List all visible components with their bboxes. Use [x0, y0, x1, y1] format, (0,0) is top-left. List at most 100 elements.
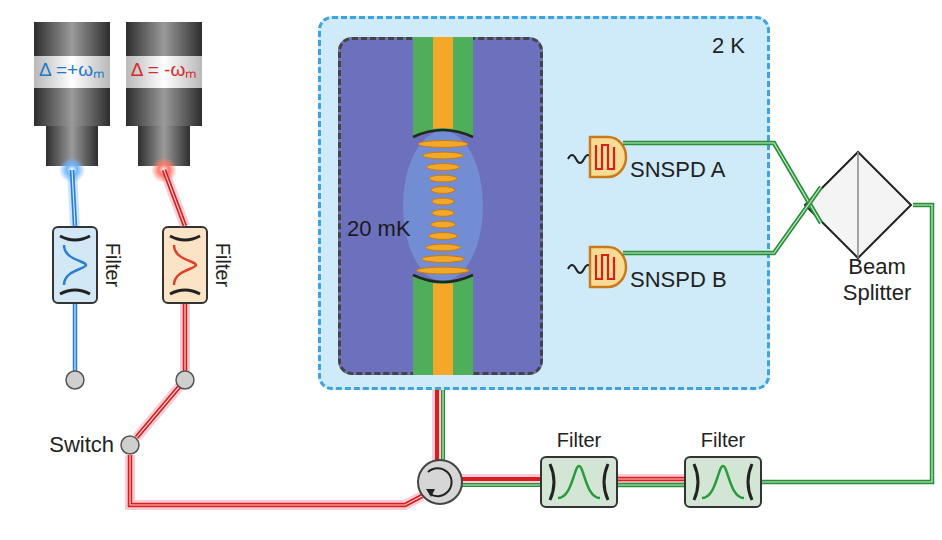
- red-glow: [618, 474, 684, 484]
- filter-mirror: [60, 236, 90, 240]
- node-art: [52, 226, 98, 304]
- filter-box: [163, 227, 207, 303]
- optical-filter: Filter: [52, 226, 98, 304]
- red-fiber: [618, 477, 684, 482]
- node-art: [126, 22, 202, 180]
- laser-source: Δ = -ωₘ: [126, 22, 202, 180]
- red-fiber-core: [164, 170, 185, 226]
- filter-response: [64, 245, 86, 285]
- switch-dot: [121, 436, 139, 454]
- filter-label: Filter: [211, 243, 234, 287]
- optical-mode-glow: [403, 131, 483, 281]
- standing-wave-lobe: [417, 267, 469, 274]
- mirror-core: [433, 283, 453, 375]
- standing-wave-lobe: [429, 175, 457, 182]
- red-glow: [137, 304, 186, 437]
- standing-wave-lobe: [422, 256, 464, 263]
- standing-wave-lobe: [426, 244, 461, 251]
- blue-fiber: [73, 304, 78, 378]
- red-fiber-core: [618, 478, 684, 479]
- node-art: [341, 40, 540, 372]
- blue-fiber: [72, 170, 75, 226]
- green-fiber: [618, 483, 684, 488]
- filter-response: [174, 245, 196, 285]
- filter-label: Filter: [557, 429, 601, 452]
- snspd-detector: SNSPD A: [568, 133, 728, 183]
- laser-body: [126, 22, 202, 126]
- detector-label: SNSPD B: [630, 267, 727, 292]
- mirror-core: [433, 37, 453, 129]
- red-fiber: [137, 304, 186, 437]
- filter-mirror: [604, 464, 608, 500]
- optical-filter: Filter: [162, 226, 208, 304]
- nanowire-meander: [596, 255, 614, 279]
- optical-filter: Filter: [684, 456, 762, 508]
- fiber-connector: [72, 170, 75, 226]
- filter-mirror: [170, 290, 200, 294]
- cavity-mirror: [413, 275, 473, 375]
- laser-body: [34, 22, 110, 126]
- filter-mirror: [550, 464, 554, 500]
- optical-filter: Filter: [540, 456, 618, 508]
- node-art: [568, 243, 628, 291]
- standing-wave-lobe: [429, 233, 458, 240]
- standing-wave-lobe: [427, 164, 460, 171]
- node-art: [34, 22, 110, 180]
- red-glow: [164, 170, 185, 226]
- fiber-connector: [618, 479, 684, 485]
- filter-mirror: [694, 464, 698, 500]
- fiber-port-dot: [66, 371, 84, 389]
- filter-mirror: [748, 464, 752, 500]
- laser-glow: [151, 157, 177, 183]
- nanowire-meander: [596, 145, 614, 169]
- blue-fiber-core: [72, 170, 75, 226]
- standing-wave-lobe: [432, 210, 454, 217]
- standing-wave-lobe: [423, 152, 464, 159]
- node-art: [568, 133, 628, 181]
- switch-label: Switch: [49, 432, 114, 457]
- red-fiber-core: [137, 304, 186, 437]
- laser-band: [34, 56, 110, 88]
- filter-label: Filter: [701, 429, 745, 452]
- temperature-stage: 20 mK: [338, 37, 543, 375]
- mirror-coating: [413, 130, 473, 137]
- circulator-arrowhead: [426, 489, 435, 497]
- filter-mirror: [60, 290, 90, 294]
- laser-source: Δ =+ωₘ: [34, 22, 110, 180]
- filter-box: [541, 457, 617, 507]
- beam-splitter: Beam Splitter: [803, 150, 913, 260]
- blue-fiber-core: [74, 304, 75, 378]
- green-fiber-core: [618, 484, 684, 485]
- switch-to-circulator-fiber: [130, 455, 422, 505]
- red-fiber: [164, 170, 185, 226]
- filter-label: Filter: [101, 243, 124, 287]
- fiber-connector: [137, 304, 186, 437]
- red-glow: [460, 474, 540, 484]
- blue-filter-output: [75, 304, 76, 378]
- optical-switch: Switch: [120, 435, 140, 455]
- node-art: [540, 456, 618, 508]
- stage-label: 2 K: [712, 33, 745, 58]
- splitter-label: Beam Splitter: [835, 254, 919, 307]
- mirror-coating: [413, 275, 473, 282]
- detector-body: [590, 137, 626, 177]
- node-art: [162, 226, 208, 304]
- stage-label: 20 mK: [347, 216, 411, 241]
- snspd-detector: SNSPD B: [568, 243, 728, 293]
- splitter-surface: [857, 152, 859, 258]
- fiber-port-dot: [176, 371, 194, 389]
- standing-wave-lobe: [431, 187, 455, 194]
- detuning-label: Δ = -ωₘ: [126, 59, 202, 81]
- fiber-connector: [164, 170, 185, 226]
- circulator-symbol: [418, 460, 462, 504]
- node-art: [684, 456, 762, 508]
- node-art: [120, 435, 140, 455]
- temperature-stage: 2 K 20 mK SNSPD A SNSPD B: [318, 16, 770, 390]
- laser-band: [126, 56, 202, 88]
- detector-label: SNSPD A: [630, 157, 725, 182]
- detector-wire: [568, 155, 592, 163]
- green-fiber-core: [460, 484, 540, 485]
